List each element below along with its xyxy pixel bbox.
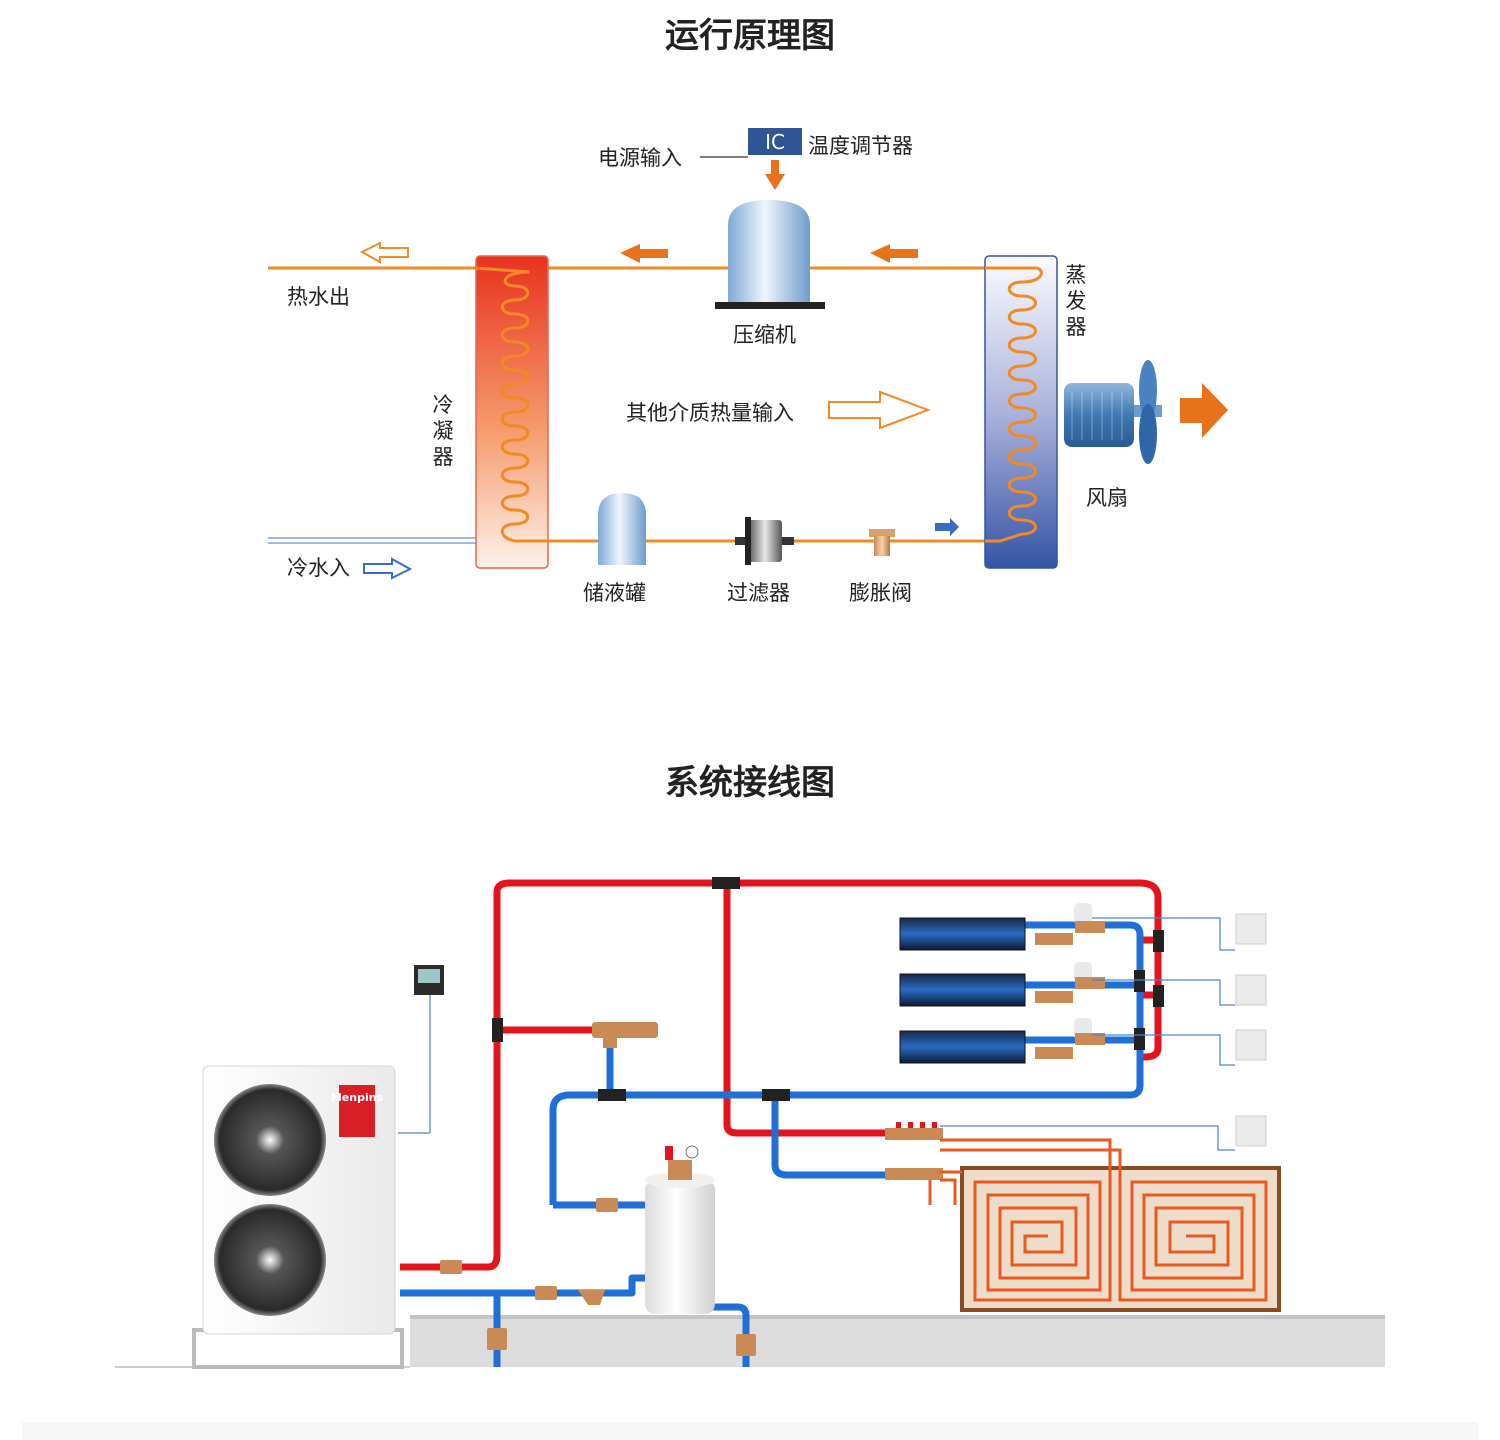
flow-arrow-left-1 [620, 244, 668, 263]
compressor [715, 200, 825, 309]
footer-bar [22, 1422, 1478, 1440]
compressor-label: 压缩机 [733, 323, 796, 347]
fan-exhaust-arrow [1180, 383, 1228, 438]
principle-diagram-title: 运行原理图 [665, 16, 835, 56]
receiver-tank [598, 493, 646, 565]
fan-motor [1064, 360, 1162, 464]
ic-badge: IC [748, 128, 802, 155]
brand-logo-text: Menpins [331, 1091, 384, 1104]
brass-valves [440, 1022, 756, 1356]
filter [735, 517, 794, 565]
outdoor-unit [192, 1065, 404, 1369]
condenser-label: 冷凝器 [432, 393, 454, 469]
hot-water-out-label: 热水出 [287, 285, 350, 309]
cold-water-pipe [268, 537, 477, 544]
evaporator [984, 255, 1058, 569]
wiring-diagram: Menpins [115, 877, 1385, 1369]
power-input-label: 电源输入 [598, 146, 682, 170]
ic-badge-text: IC [765, 130, 785, 154]
heat-input-label: 其他介质热量输入 [626, 401, 794, 425]
evaporator-label: 蒸发器 [1065, 263, 1087, 339]
water-tank [645, 1145, 715, 1314]
floor-heating-panel [928, 1138, 1281, 1312]
ground-slab [410, 1315, 1385, 1367]
room-thermostats [1235, 913, 1267, 1147]
expansion-valve [869, 529, 895, 556]
principle-diagram: IC [268, 128, 1228, 580]
heat-input-arrow [828, 390, 931, 430]
wiring-diagram-title: 系统接线图 [665, 763, 835, 803]
receiver-label: 储液罐 [583, 581, 646, 605]
pipe-fittings [492, 877, 1164, 1101]
expansion-valve-label: 膨胀阀 [849, 581, 912, 605]
brand-logo-plate [339, 1085, 375, 1137]
flow-arrow-right-blue [935, 518, 959, 536]
filter-label: 过滤器 [727, 581, 790, 605]
thermostat-label: 温度调节器 [808, 134, 913, 158]
ic-down-arrow [765, 160, 785, 190]
thermostat-panel [398, 965, 444, 1134]
manifold [885, 1122, 943, 1180]
control-wires [940, 917, 1235, 1151]
condenser [475, 255, 549, 569]
hot-water-out-arrow [359, 241, 409, 264]
cold-water-in-arrow [363, 557, 413, 580]
cold-water-in-label: 冷水入 [287, 556, 350, 580]
fan-coil-units [899, 903, 1105, 1064]
fan-label: 风扇 [1086, 486, 1128, 510]
flow-arrow-left-2 [870, 244, 918, 263]
